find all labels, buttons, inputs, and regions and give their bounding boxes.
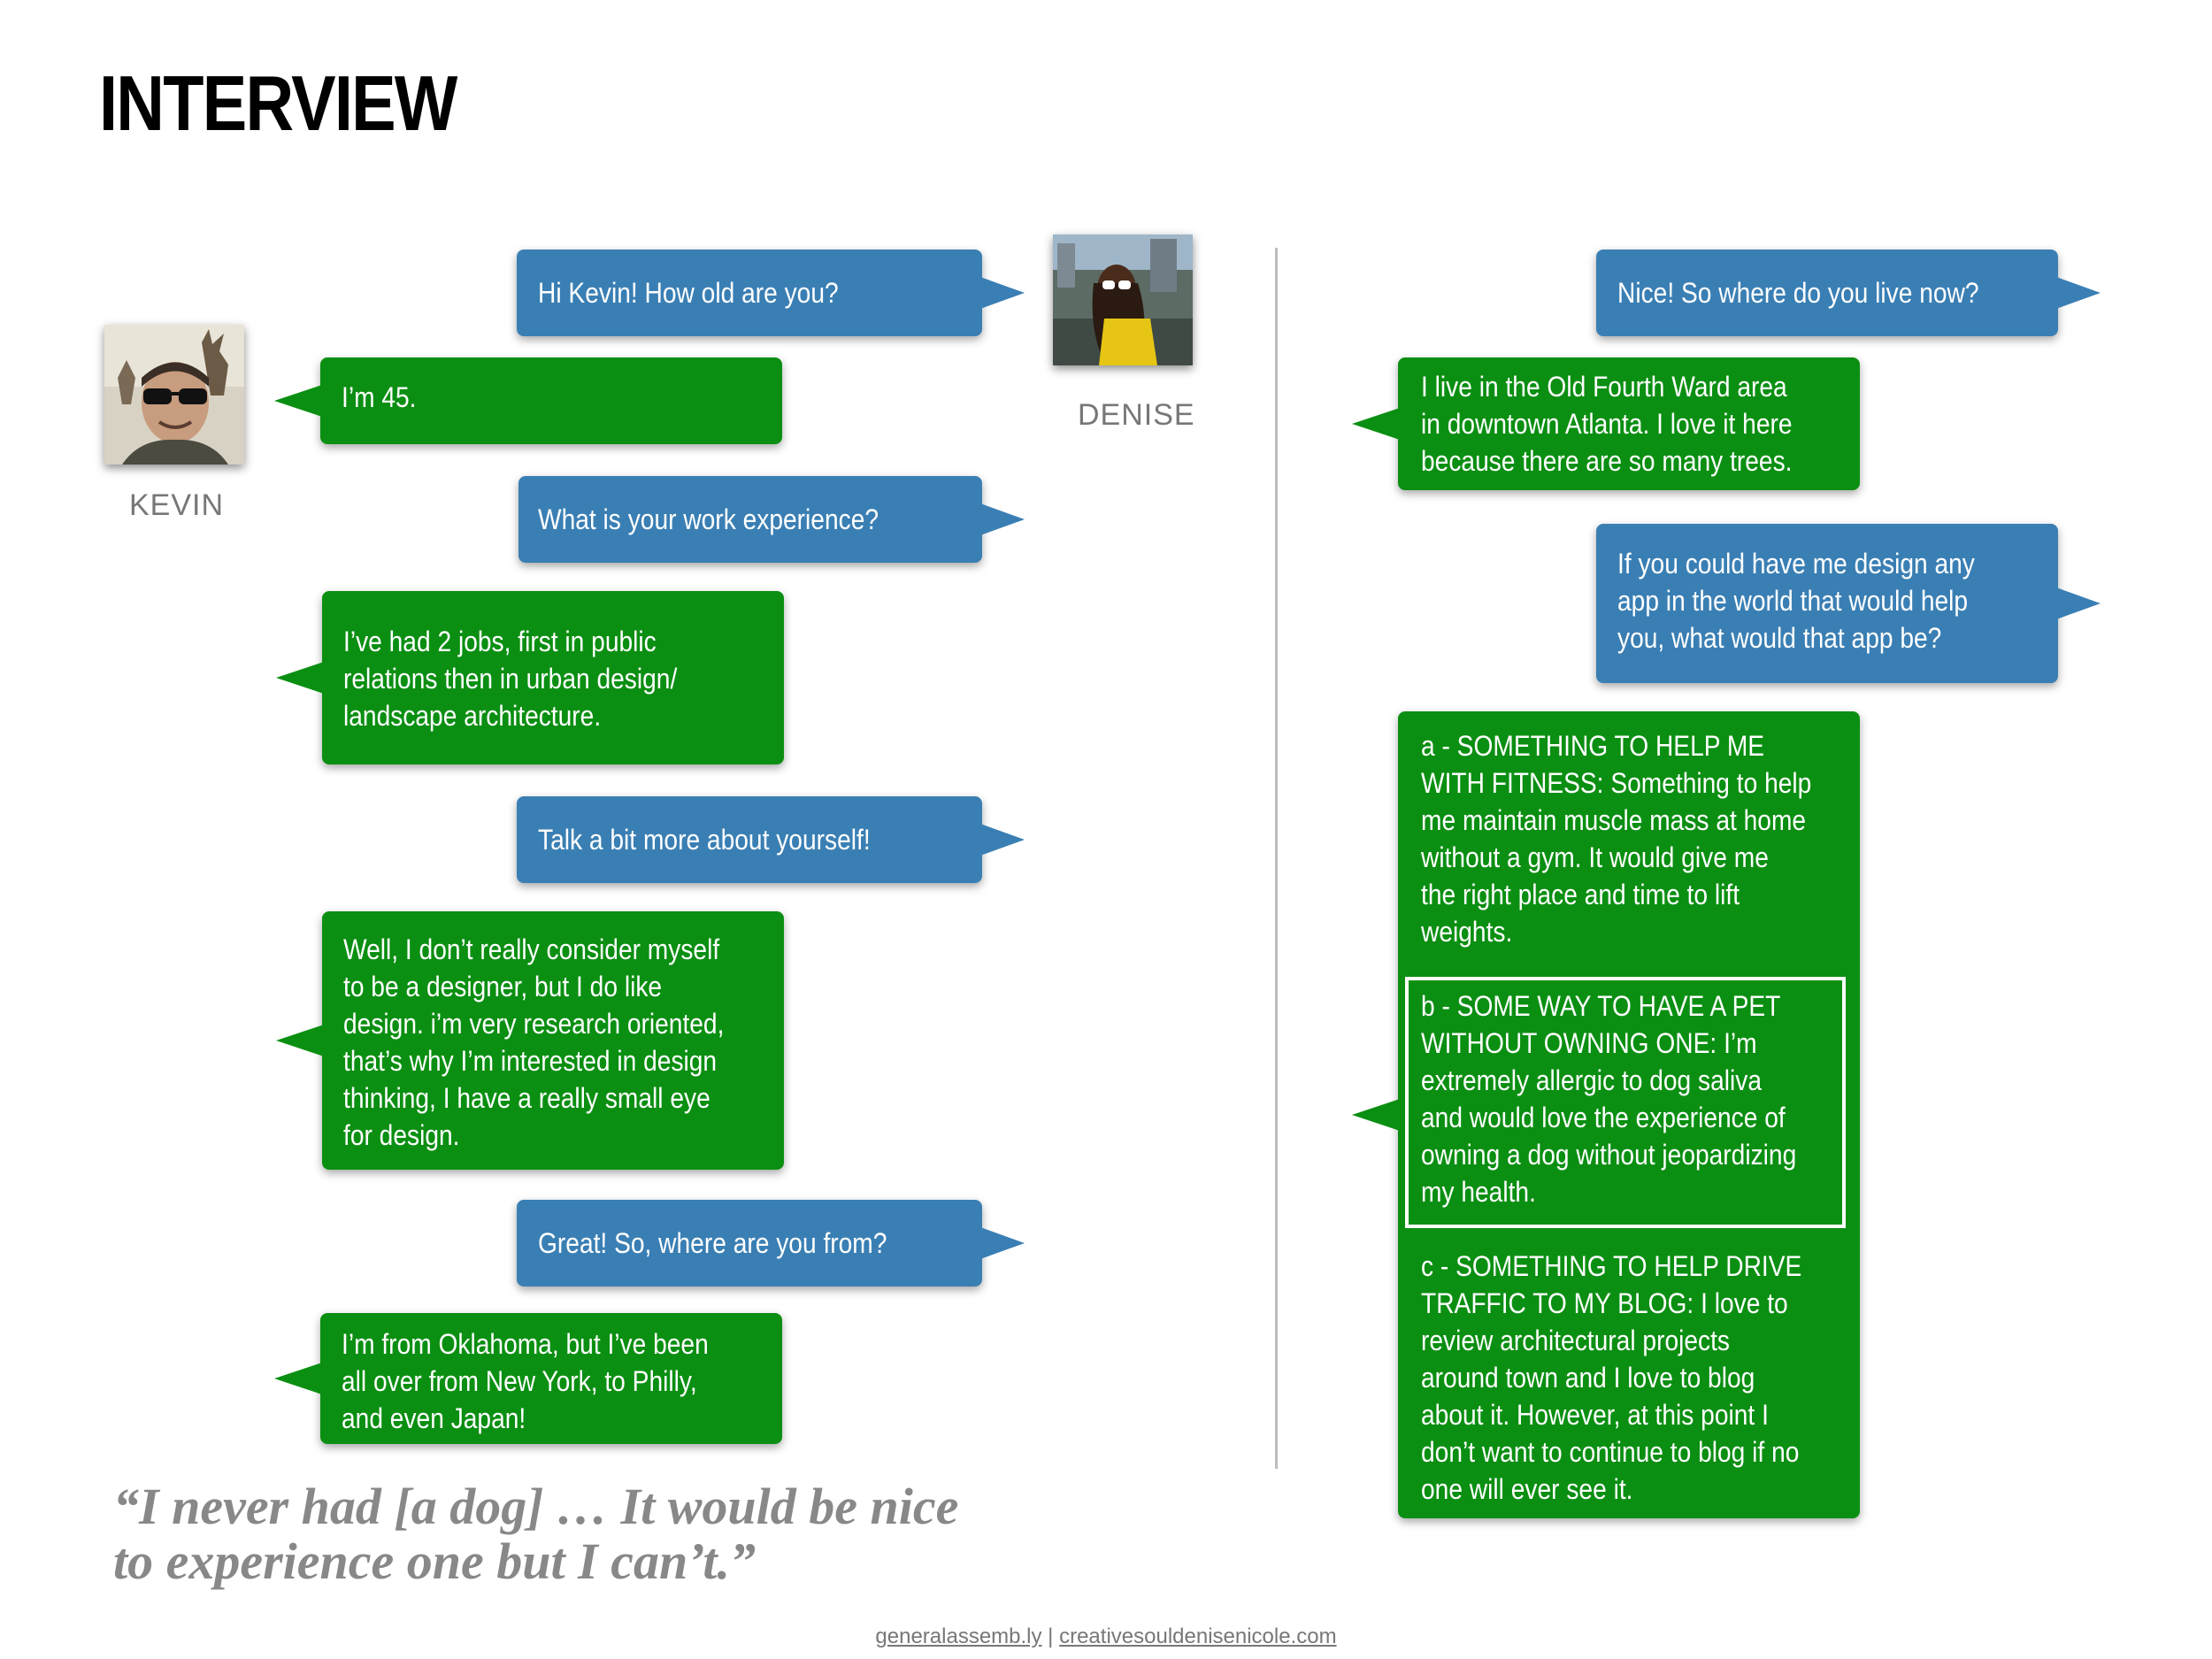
message-text: Well, I don’t really consider myself to … xyxy=(343,933,725,1151)
footer-link-creativesoul[interactable]: creativesouldenisenicole.com xyxy=(1059,1624,1337,1648)
denise-avatar xyxy=(1053,234,1193,365)
message-bubble-kevin: I’m from Oklahoma, but I’ve been all ove… xyxy=(274,1313,782,1444)
kevin-caption: KEVIN xyxy=(129,488,225,522)
message-text: I’m from Oklahoma, but I’ve been all ove… xyxy=(342,1328,709,1434)
message-text: Talk a bit more about yourself! xyxy=(538,824,871,856)
column-divider xyxy=(1275,248,1278,1469)
answer-options-bubble: a - SOMETHING TO HELP ME WITH FITNESS: S… xyxy=(1352,711,1860,1518)
message-bubble-kevin: I’m 45. xyxy=(274,357,782,444)
message-bubble-kevin: I live in the Old Fourth Ward area in do… xyxy=(1352,357,1860,490)
message-bubble-denise: Great! So, where are you from? xyxy=(517,1200,1025,1286)
selected-answer-highlight xyxy=(1405,977,1846,1228)
message-bubble-denise: Talk a bit more about yourself! xyxy=(517,796,1025,883)
kevin-avatar xyxy=(104,325,244,465)
message-text: Nice! So where do you live now? xyxy=(1617,277,1979,309)
footer-link-generalassembly[interactable]: generalassemb.ly xyxy=(875,1624,1042,1648)
message-bubble-kevin: I’ve had 2 jobs, first in public relatio… xyxy=(276,591,784,764)
answer-option-c: c - SOMETHING TO HELP DRIVE TRAFFIC TO M… xyxy=(1421,1250,1802,1505)
message-text: If you could have me design any app in t… xyxy=(1617,548,1975,654)
footer-separator: | xyxy=(1041,1624,1060,1648)
message-text: I’ve had 2 jobs, first in public relatio… xyxy=(343,626,678,732)
answer-option-a: a - SOMETHING TO HELP ME WITH FITNESS: S… xyxy=(1421,730,1812,948)
message-bubble-denise: Hi Kevin! How old are you? xyxy=(517,250,1025,336)
denise-caption: DENISE xyxy=(1078,398,1195,432)
page-title: INTERVIEW xyxy=(99,59,457,147)
message-text: Hi Kevin! How old are you? xyxy=(538,277,839,309)
kevin-photo xyxy=(104,325,244,465)
answer-option-b: b - SOME WAY TO HAVE A PET WITHOUT OWNIN… xyxy=(1421,990,1797,1208)
message-bubble-kevin: Well, I don’t really consider myself to … xyxy=(276,911,784,1170)
message-text: Great! So, where are you from? xyxy=(538,1227,887,1259)
message-text: I live in the Old Fourth Ward area in do… xyxy=(1421,371,1793,477)
denise-photo xyxy=(1053,234,1193,365)
message-text: I’m 45. xyxy=(342,381,417,413)
footer: generalassemb.ly | creativesouldenisenic… xyxy=(0,1624,2212,1649)
message-text: What is your work experience? xyxy=(538,503,879,535)
message-bubble-denise: What is your work experience? xyxy=(518,476,1025,563)
message-bubble-denise: Nice! So where do you live now? xyxy=(1596,250,2101,336)
message-bubble-denise: If you could have me design any app in t… xyxy=(1596,524,2101,683)
pull-quote: “I never had [a dog] … It would be nice … xyxy=(113,1478,959,1590)
